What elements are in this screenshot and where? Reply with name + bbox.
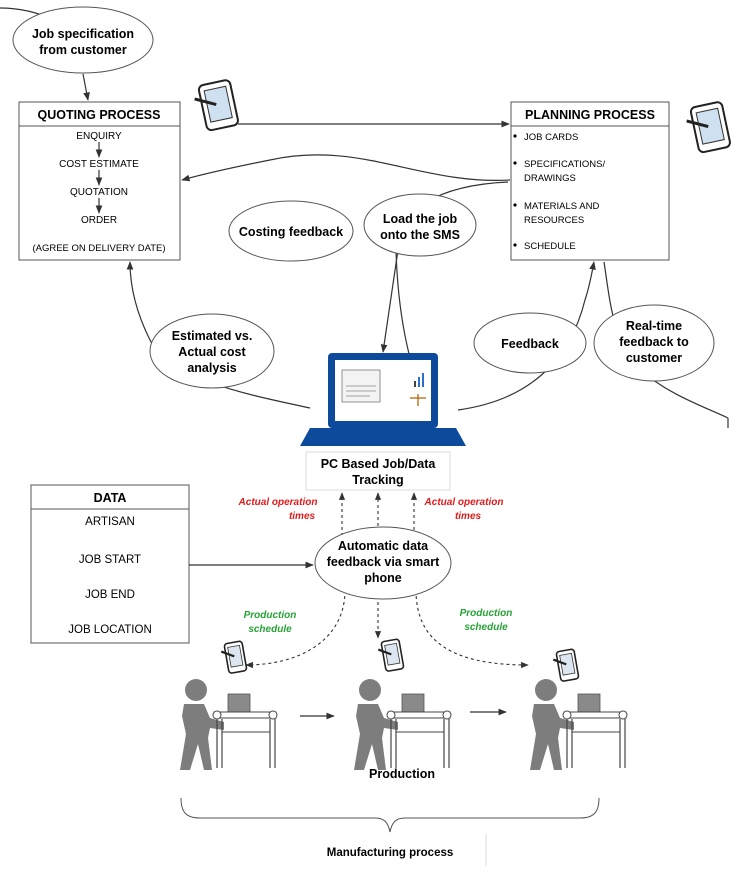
tablet-icon [190, 77, 241, 134]
prod-schedule-left-line2: schedule [248, 624, 292, 635]
dashed-arrow-to-right-tablet [415, 589, 529, 669]
tablet-icon [218, 639, 249, 676]
tablet-icon [550, 647, 581, 684]
estimated-cost-bubble [149, 313, 275, 389]
planning-process-box [510, 101, 670, 261]
arrow-laptop-to-planning [457, 261, 596, 411]
load-job-bubble [363, 193, 477, 257]
planning-item-job-cards: JOB CARDS [524, 132, 578, 143]
actual-op-left-line1: Actual operation [238, 497, 318, 508]
feedback-label: Feedback [501, 337, 559, 351]
actual-op-right-line1: Actual operation [424, 497, 504, 508]
auto-line1: Automatic data [338, 539, 429, 553]
auto-line2: feedback via smart [327, 555, 440, 569]
automatic-data-bubble [314, 526, 452, 600]
dashed-arrow-to-left-tablet [245, 589, 346, 669]
data-title: DATA [94, 491, 127, 505]
tablet-icon [682, 99, 731, 156]
quoting-title: QUOTING PROCESS [38, 108, 161, 122]
quoting-note: (AGREE ON DELIVERY DATE) [32, 243, 165, 254]
planning-item-materials: MATERIALS AND [524, 201, 599, 212]
planning-item-specifications: SPECIFICATIONS/ [524, 159, 605, 170]
estimated-line2: Actual cost [178, 345, 246, 359]
manufacturing-brace [180, 797, 600, 833]
planning-title: PLANNING PROCESS [525, 108, 655, 122]
planning-item-drawings: DRAWINGS [524, 173, 576, 184]
tablet-icon [375, 637, 406, 674]
job-spec-line1: Job specification [32, 27, 134, 41]
prod-schedule-right-line2: schedule [464, 622, 508, 633]
data-box [30, 484, 190, 644]
realtime-line1: Real-time [626, 319, 682, 333]
production-label: Production [369, 767, 435, 781]
estimated-line3: analysis [187, 361, 236, 375]
job-spec-bubble [12, 6, 154, 74]
realtime-feedback-bubble [593, 304, 715, 382]
estimated-line1: Estimated vs. [172, 329, 253, 343]
auto-line3: phone [364, 571, 402, 585]
quoting-step-order: ORDER [81, 215, 117, 226]
costing-feedback-bubble [228, 200, 354, 262]
realtime-line3: customer [626, 351, 682, 365]
quoting-step-quotation: QUOTATION [70, 187, 128, 198]
worker-icon [529, 678, 628, 771]
prod-schedule-left-line1: Production [244, 610, 297, 621]
planning-item-schedule: SCHEDULE [524, 241, 576, 252]
prod-schedule-right-line1: Production [460, 608, 513, 619]
arrow-planning-to-quoting [181, 154, 511, 182]
feedback-bubble [473, 312, 587, 374]
actual-op-left-line2: times [289, 511, 316, 522]
manufacturing-label: Manufacturing process [327, 847, 454, 859]
realtime-line2: feedback to [619, 335, 689, 349]
actual-op-right-line2: times [455, 511, 482, 522]
worker-icon [353, 678, 452, 771]
load-job-line1: Load the job [383, 212, 458, 226]
quoting-step-cost-estimate: COST ESTIMATE [59, 159, 139, 170]
pc-label-line1: PC Based Job/Data [321, 457, 437, 471]
job-spec-line2: from customer [39, 43, 127, 57]
data-item-job-start: JOB START [79, 554, 141, 566]
data-item-artisan: ARTISAN [85, 516, 135, 528]
pc-label-line2: Tracking [352, 473, 403, 487]
quoting-step-enquiry: ENQUIRY [76, 131, 122, 142]
costing-feedback-label: Costing feedback [239, 225, 343, 239]
planning-item-resources: RESOURCES [524, 215, 584, 226]
worker-icon [179, 678, 278, 771]
data-item-job-location: JOB LOCATION [68, 624, 152, 636]
arrow-load-to-laptop [380, 249, 399, 353]
arrow-spec-to-quoting [82, 73, 90, 101]
load-job-line2: onto the SMS [380, 228, 460, 242]
data-item-job-end: JOB END [85, 589, 135, 601]
laptop-icon [300, 353, 466, 446]
